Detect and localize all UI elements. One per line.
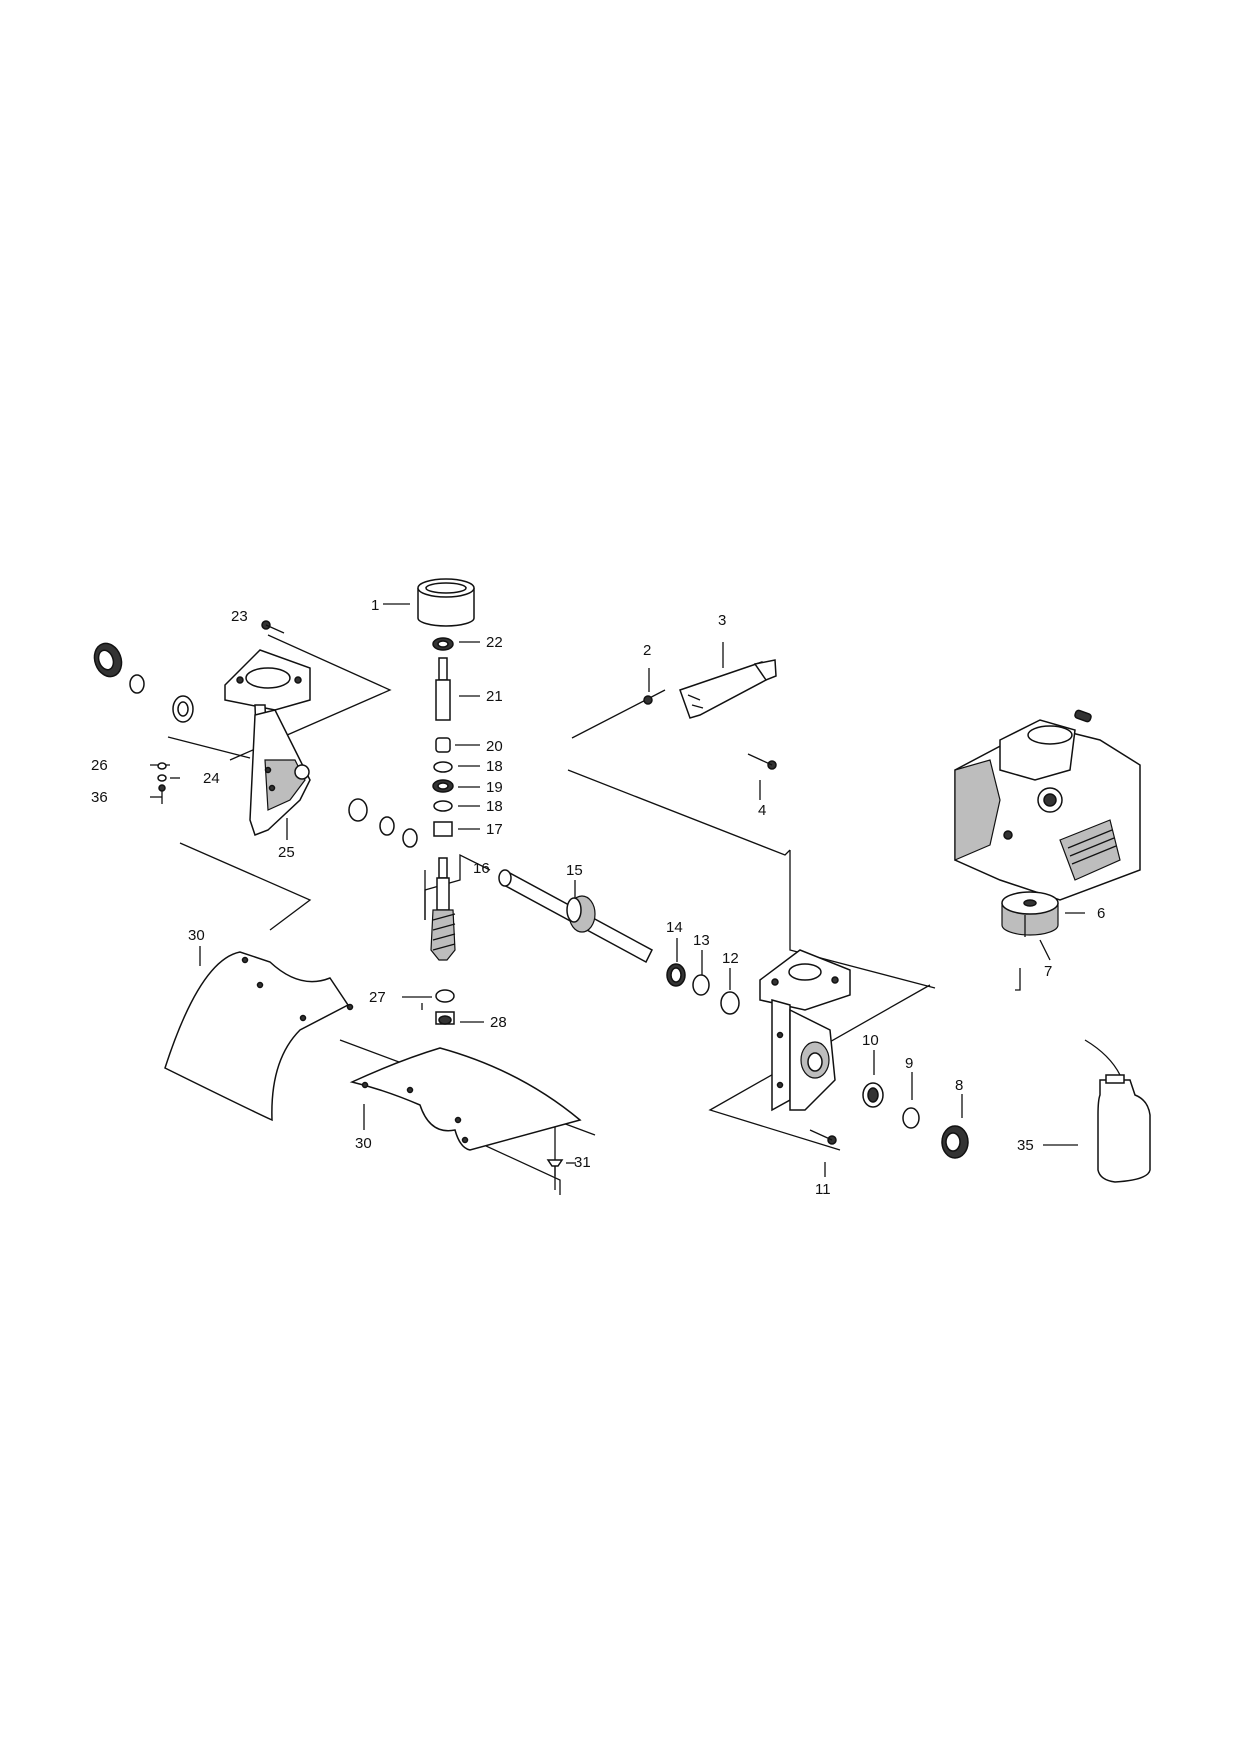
- label-part-20: 20: [486, 738, 503, 755]
- label-part-31: 31: [574, 1154, 591, 1171]
- label-part-7: 7: [1044, 963, 1052, 980]
- label-part-35: 35: [1017, 1137, 1034, 1154]
- screw-part-31: [546, 1159, 564, 1176]
- label-part-28: 28: [490, 1014, 507, 1031]
- label-part-14: 14: [666, 919, 683, 936]
- label-part-30b: 30: [355, 1135, 372, 1152]
- label-part-2: 2: [643, 642, 651, 659]
- oil-bottle-part-35: [1084, 1039, 1151, 1183]
- label-part-4: 4: [758, 802, 766, 819]
- label-part-36: 36: [91, 789, 108, 806]
- label-part-8: 8: [955, 1077, 963, 1094]
- label-part-23: 23: [231, 608, 248, 625]
- label-part-15: 15: [566, 862, 583, 879]
- label-part-24: 24: [203, 770, 220, 787]
- label-part-27: 27: [369, 989, 386, 1006]
- label-part-10: 10: [862, 1032, 879, 1049]
- label-part-30a: 30: [188, 927, 205, 944]
- left-housing-part-25: [224, 649, 311, 836]
- label-part-18b: 18: [486, 798, 503, 815]
- shield-plate-upper: [164, 951, 354, 1122]
- label-part-16: 16: [473, 860, 490, 877]
- coupler-part-6: [1001, 891, 1059, 937]
- right-bearings: [862, 1082, 969, 1159]
- left-bearings: [93, 642, 418, 848]
- label-part-6: 6: [1097, 905, 1105, 922]
- cup-part-1: [417, 578, 475, 627]
- label-part-25: 25: [278, 844, 295, 861]
- shield-plate-lower: [349, 1047, 582, 1151]
- vertical-shaft-assembly: [430, 637, 456, 1025]
- handle-part-3: [643, 659, 777, 770]
- label-part-22: 22: [486, 634, 503, 651]
- label-part-26: 26: [91, 757, 108, 774]
- label-part-18a: 18: [486, 758, 503, 775]
- horizontal-shaft-part-15: [498, 869, 653, 964]
- small-fasteners-left: [157, 620, 285, 804]
- label-part-19: 19: [486, 779, 503, 796]
- label-part-9: 9: [905, 1055, 913, 1072]
- label-part-12: 12: [722, 950, 739, 967]
- shaft-rings: [666, 963, 740, 1015]
- engine: [954, 709, 1141, 901]
- label-part-21: 21: [486, 688, 503, 705]
- label-part-13: 13: [693, 932, 710, 949]
- right-housing: [759, 949, 851, 1112]
- label-part-17: 17: [486, 821, 503, 838]
- assembly-lines: [150, 603, 1085, 1195]
- label-part-11: 11: [815, 1181, 831, 1198]
- label-part-3: 3: [718, 612, 726, 629]
- label-part-1: 1: [371, 597, 379, 614]
- screw-part-11: [809, 1129, 837, 1145]
- part-labels: 1 2 3 4 6 7 8 9 10 11 12 13 14 15 16 17 …: [91, 597, 1105, 1198]
